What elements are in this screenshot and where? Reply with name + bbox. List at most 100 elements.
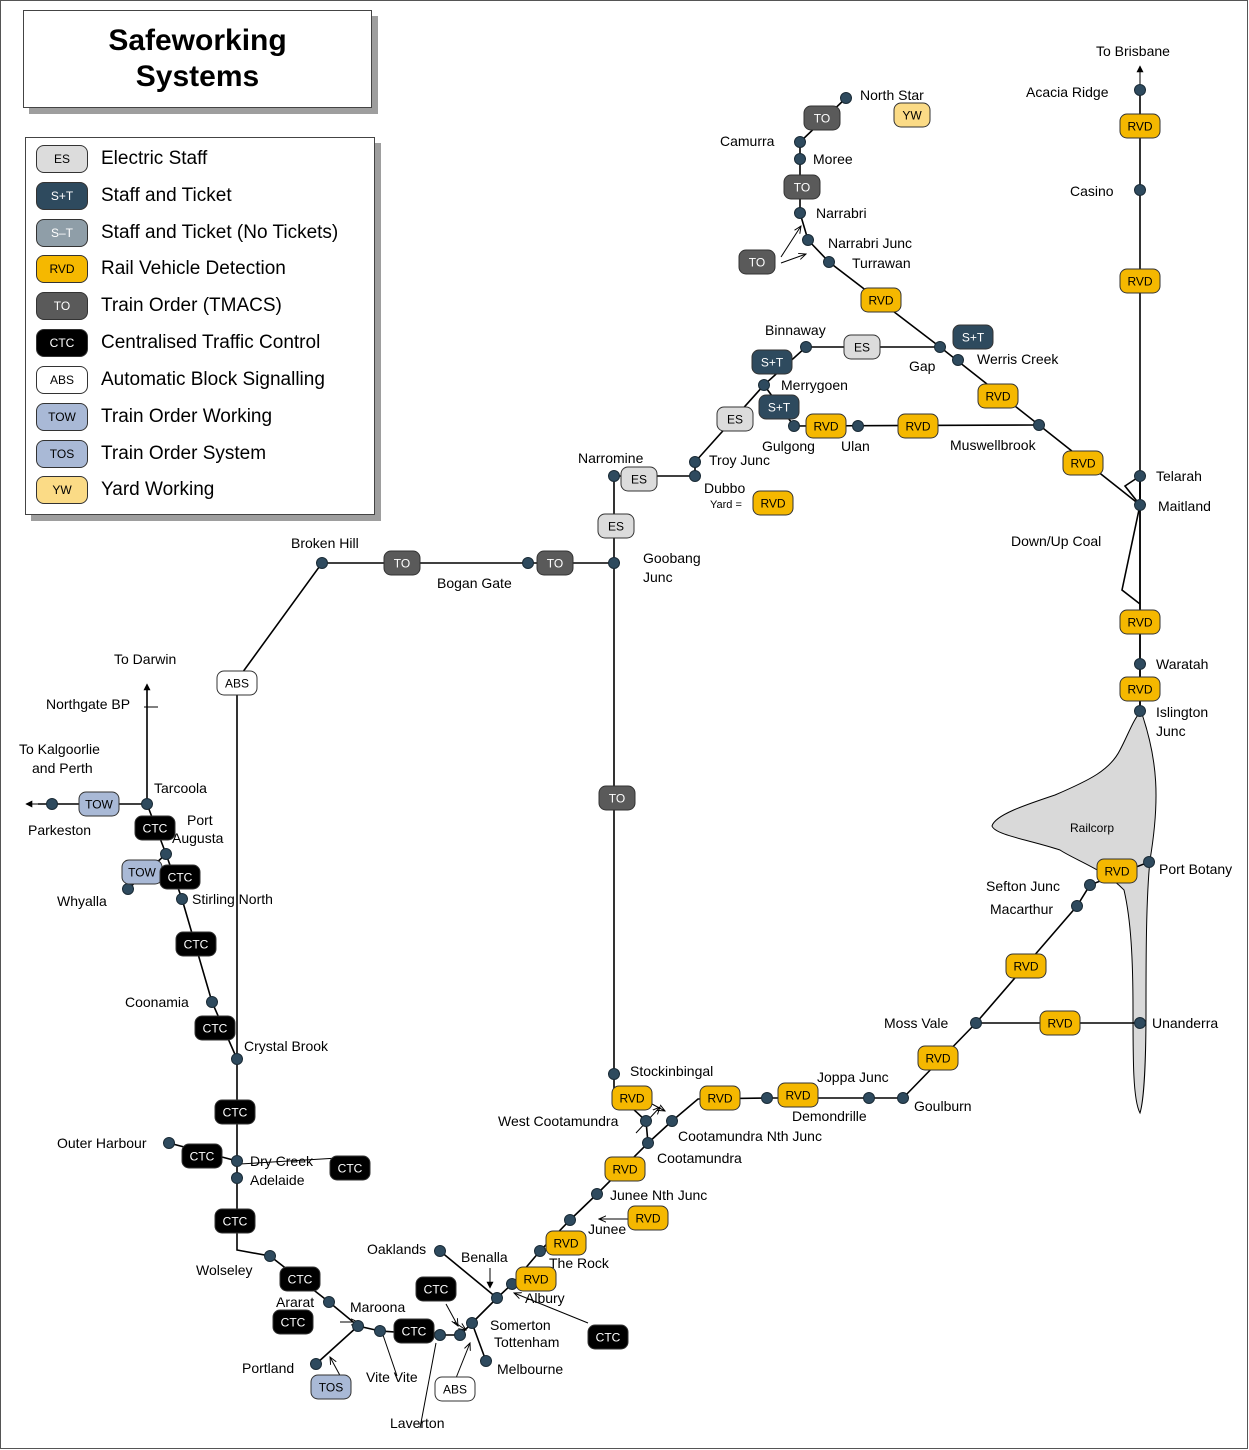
badge-rvd-1: RVD (1119, 268, 1161, 294)
arrow-abs-somerton (455, 1343, 470, 1379)
badge-text: RVD (985, 390, 1010, 404)
label-gap: Gap (909, 358, 936, 374)
badge-text: TO (547, 557, 563, 571)
label-junee: Junee (588, 1221, 626, 1237)
label-melbourne: Melbourne (497, 1361, 563, 1377)
node-narrabri-junc (802, 234, 814, 246)
node-broken-hill (316, 557, 328, 569)
badge-yw-3: YW (893, 102, 931, 128)
badge-text: TO (394, 557, 410, 571)
badge-text: S+T (761, 356, 784, 370)
label-northgate-bp: Northgate BP (46, 696, 130, 712)
node-ararat (323, 1296, 335, 1308)
badge-text: RVD (1127, 120, 1152, 134)
label-somerton: Somerton (490, 1317, 551, 1333)
label-maroona: Maroona (350, 1299, 405, 1315)
label-ulan: Ulan (841, 438, 870, 454)
laverton-pointer (419, 1342, 437, 1429)
badge-rvd-44: RVD (611, 1085, 653, 1111)
track-gulgong-muswellbrook (793, 424, 1040, 427)
node-muswellbrook (1033, 419, 1045, 431)
badge-text: RVD (760, 497, 785, 511)
node-maitland (1134, 499, 1146, 511)
track-northstar-maitland (799, 97, 1141, 506)
label-telarah: Telarah (1156, 468, 1202, 484)
badge-rvd-42: RVD (627, 1205, 669, 1231)
badge-to-5: TO (738, 249, 776, 275)
track-port-augusta-whyalla (127, 853, 167, 890)
badge-to-2: TO (803, 105, 841, 131)
node-port-botany (1143, 856, 1155, 868)
legend-item-ctc: CTC Centralised Traffic Control (36, 327, 320, 359)
badge-rvd-52: RVD (1119, 676, 1161, 702)
badge-ctc-26: CTC (159, 864, 201, 890)
badge-text: RVD (1127, 683, 1152, 697)
label-tarcoola: Tarcoola (154, 780, 207, 796)
node-tottenham (454, 1329, 466, 1341)
badge-rvd-41: RVD (545, 1230, 587, 1256)
label-adelaide: Adelaide (250, 1172, 305, 1188)
badge-text: RVD (785, 1089, 810, 1103)
badge-text: RVD (1104, 865, 1129, 879)
title-box: Safeworking Systems (23, 10, 372, 108)
legend: ES Electric Staff S+T Staff and Ticket S… (25, 137, 375, 515)
label-casino: Casino (1070, 183, 1114, 199)
badge-rvd-47: RVD (917, 1045, 959, 1071)
label-whyalla: Whyalla (57, 893, 107, 909)
badge-ctc-37: CTC (415, 1276, 457, 1302)
badge-rvd-48: RVD (1005, 953, 1047, 979)
track-maroona-portland (315, 1325, 359, 1365)
badge-text: RVD (1070, 457, 1095, 471)
arrow-narrabri-to-a (780, 226, 801, 258)
label-dubbo: Dubbo (704, 480, 745, 496)
legend-label-yw: Yard Working (101, 479, 215, 500)
label-demondrille: Demondrille (792, 1108, 867, 1124)
badge-ctc-27: CTC (175, 931, 217, 957)
badge-rvd-12: RVD (805, 413, 847, 439)
badge-text: CTC (281, 1316, 306, 1330)
label-narrabri: Narrabri (816, 205, 867, 221)
legend-item-rvd: RVD Rail Vehicle Detection (36, 253, 286, 285)
badge-to-22: TO (598, 785, 636, 811)
label-muswellbrook: Muswellbrook (950, 437, 1037, 453)
label-wolseley: Wolseley (196, 1262, 253, 1278)
legend-item-to: TO Train Order (TMACS) (36, 290, 282, 322)
label-werris-creek: Werris Creek (977, 351, 1059, 367)
label-dubbo-yard: Yard = (710, 499, 742, 511)
node-whyalla (122, 883, 134, 895)
track-adelaide-sydney (236, 861, 1150, 1336)
label-bogan-gate: Bogan Gate (437, 575, 512, 591)
node-west-cootamundra (640, 1115, 652, 1127)
label-the-rock: The Rock (549, 1255, 610, 1271)
badge-rvd-40: RVD (515, 1266, 557, 1292)
badge-text: CTC (424, 1283, 449, 1297)
legend-label-to: Train Order (TMACS) (101, 295, 282, 316)
node-cootamundra-nth-junc (666, 1115, 678, 1127)
arrow-narrabri-to-b (780, 254, 806, 264)
legend-chip-rvd: RVD (36, 255, 88, 283)
badge-rvd-14: RVD (977, 383, 1019, 409)
node-maroona (352, 1320, 364, 1332)
track-goobang-brokenhill-adelaide (236, 562, 614, 1178)
badge-ctc-32: CTC (214, 1208, 256, 1234)
badge-text: RVD (619, 1092, 644, 1106)
badge-ctc-33: CTC (279, 1266, 321, 1292)
label-down-up-coal: Down/Up Coal (1011, 533, 1101, 549)
badge-rvd-6: RVD (860, 287, 902, 313)
node-goulburn (897, 1092, 909, 1104)
badge-text: TO (794, 181, 810, 195)
node-oaklands (434, 1245, 446, 1257)
node-joppa-junc (863, 1092, 875, 1104)
node-gulgong (788, 420, 800, 432)
node-unanderra (1134, 1017, 1146, 1029)
node-casino (1134, 184, 1146, 196)
node-goobang-junc (608, 557, 620, 569)
label-junee-nth-junc: Junee Nth Junc (610, 1187, 707, 1203)
legend-chip-st: S+T (36, 182, 88, 210)
legend-label-tos: Train Order System (101, 443, 267, 464)
badge-rvd-0: RVD (1119, 113, 1161, 139)
badge-text: RVD (1127, 275, 1152, 289)
badge-ctc-29: CTC (214, 1099, 256, 1125)
label-to-kalgoorlie: To Kalgoorlie (19, 741, 100, 757)
label-coonamia: Coonamia (125, 994, 189, 1010)
